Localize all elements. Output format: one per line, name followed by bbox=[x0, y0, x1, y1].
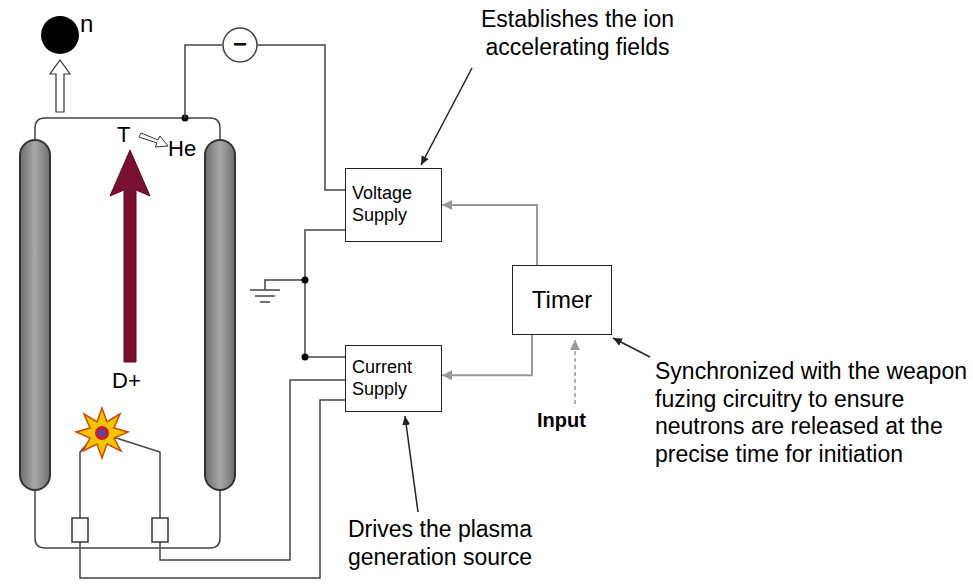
neutron bbox=[41, 16, 79, 54]
callout-text: Drives the plasma generation source bbox=[330, 516, 550, 571]
particle-label: D+ bbox=[112, 368, 152, 394]
feedthrough bbox=[152, 518, 168, 542]
plasma-burst bbox=[76, 408, 128, 458]
supply-box: Current Supply bbox=[345, 345, 442, 412]
left-electrode bbox=[20, 140, 50, 490]
ground-wire bbox=[265, 230, 345, 357]
callout-text: Establishes the ion accelerating fields bbox=[440, 6, 715, 61]
timer-box: Timer bbox=[512, 265, 612, 335]
leader-line bbox=[421, 68, 472, 165]
particle-label: T bbox=[117, 122, 141, 148]
right-electrode bbox=[205, 140, 235, 490]
junction-dot bbox=[302, 277, 309, 284]
particle-label: He bbox=[168, 136, 202, 162]
bottom-rail bbox=[35, 490, 220, 548]
junction-dot bbox=[302, 354, 309, 361]
leader-line bbox=[613, 338, 650, 357]
meter-symbol bbox=[223, 28, 257, 62]
plasma-core bbox=[99, 430, 105, 436]
meter-sign: − bbox=[232, 30, 248, 59]
box-text: Voltage Supply bbox=[352, 183, 435, 226]
wire bbox=[80, 400, 345, 578]
particle-label: n bbox=[80, 10, 120, 39]
helium-arrow bbox=[139, 133, 168, 147]
control-arrow bbox=[442, 335, 532, 375]
leader-line bbox=[405, 416, 418, 512]
wire bbox=[185, 45, 222, 118]
input-arrow bbox=[574, 340, 576, 404]
neutron-arrow bbox=[50, 60, 70, 112]
control-arrow bbox=[442, 205, 537, 265]
callout-text: Synchronized with the weapon fuzing circ… bbox=[655, 358, 967, 468]
ground-symbol bbox=[250, 290, 280, 302]
box-text: Timer bbox=[519, 286, 605, 315]
supply-box: Voltage Supply bbox=[345, 168, 442, 242]
signal-label: Input bbox=[537, 408, 607, 432]
wire bbox=[160, 380, 345, 560]
ion-beam-arrow bbox=[110, 150, 150, 362]
plasma-core bbox=[95, 426, 109, 440]
box-text: Current Supply bbox=[352, 357, 435, 400]
wire bbox=[257, 45, 345, 190]
feedthrough bbox=[72, 518, 88, 542]
